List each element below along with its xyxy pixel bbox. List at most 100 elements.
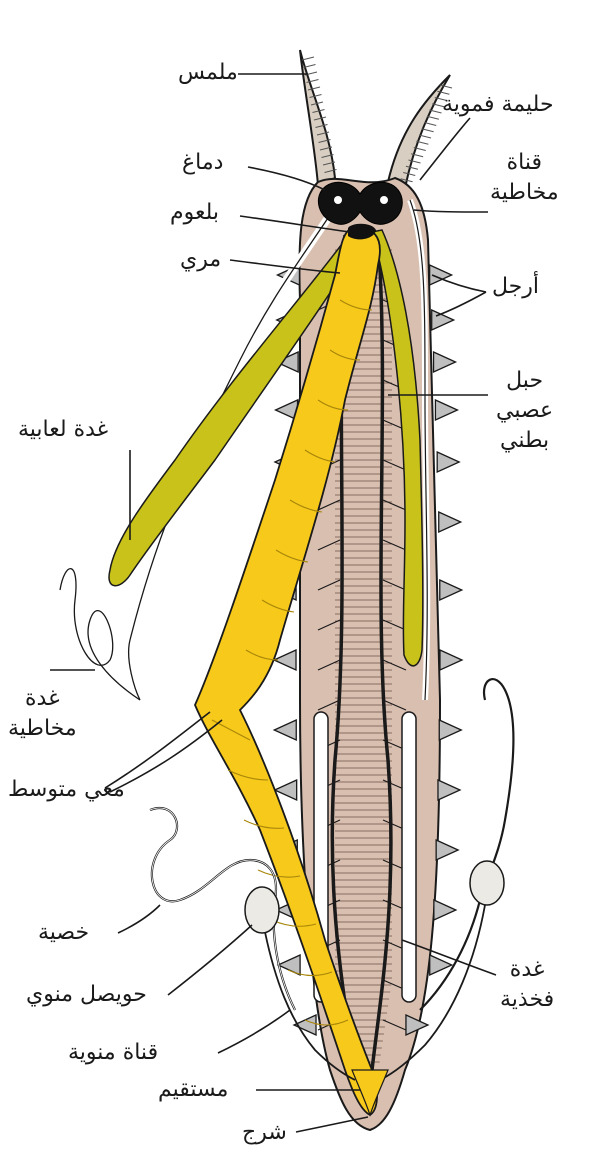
nerve-branch (382, 539, 407, 551)
leader-pharynx (239, 215, 351, 233)
tentacle-left (299, 49, 337, 187)
leg-right (438, 718, 463, 742)
gut-segment-ring (329, 349, 361, 361)
testis-right (419, 678, 515, 1011)
label-tentacle: ملمس (178, 60, 238, 85)
leader-testis (117, 904, 161, 934)
label-anus: شرج (242, 1120, 287, 1145)
tentacle-ring (322, 161, 336, 166)
label-rectum: مستقيم (158, 1077, 229, 1102)
label-nerve-cord-line3: بطني (500, 428, 550, 453)
tentacle-ring (413, 147, 426, 151)
tentacle-ring (321, 154, 334, 158)
tentacle-ring (301, 56, 315, 61)
tentacle-ring (313, 116, 327, 121)
label-slime-duct: قناة مخاطية (490, 148, 559, 208)
tentacle-ring (307, 86, 321, 91)
salivary-gland-right (371, 229, 424, 667)
tentacle-ring (312, 109, 325, 113)
sperm-duct-right (379, 904, 486, 1081)
label-sperm-duct: قناة منوية (68, 1040, 159, 1065)
gut-segment-ring (243, 819, 285, 829)
label-slime-duct-line2: مخاطية (490, 180, 559, 205)
tentacle-ring (403, 172, 416, 176)
label-slime-gland-line1: غدة (25, 686, 60, 711)
label-salivary-gland: غدة لعابية (18, 417, 109, 442)
tentacle-ring (411, 153, 424, 158)
crural-gland-right (401, 711, 417, 1003)
nerve-branch (382, 579, 407, 591)
nerve-branch (382, 699, 407, 711)
label-nerve-cord-line2: عصبي (496, 398, 554, 423)
eye-right (380, 196, 388, 204)
tentacle-ring (434, 97, 447, 101)
leg-right (428, 263, 454, 287)
gut-segment-ring (211, 719, 251, 741)
leader-midgut-2 (109, 719, 223, 793)
nerve-branch (382, 619, 407, 631)
label-nerve-cord-line1: حبل (506, 368, 544, 393)
label-slime-gland: غدة مخاطية (8, 684, 77, 744)
gut-segment-ring (304, 449, 336, 463)
leg-right (439, 578, 464, 602)
leader-legs-1 (431, 274, 487, 293)
label-crural-gland-line1: غدة (509, 957, 545, 982)
label-midgut: معي متوسط (8, 777, 125, 802)
tentacle-ring (437, 90, 450, 95)
gut-segment-ring (289, 499, 323, 513)
tentacle-ring (306, 79, 319, 83)
slime-gland-coils (59, 568, 141, 701)
leader-seminal-vesicle (167, 924, 253, 996)
nerve-branch (317, 579, 341, 591)
nerve-cord-right (370, 234, 393, 1071)
tentacle-ring (303, 64, 316, 68)
leg-right (436, 450, 461, 474)
seminal-vesicle-right (469, 860, 505, 906)
tentacle-ring (319, 146, 333, 151)
label-seminal-vesicle: حويصل منوي (26, 982, 147, 1007)
label-brain: دماغ (182, 150, 224, 175)
gut-segment-ring (304, 1019, 349, 1026)
tentacle-ring (426, 115, 439, 120)
label-nerve-cord: حبل عصبي بطني (496, 366, 553, 456)
midgut (194, 226, 381, 1117)
tentacle-ring (432, 103, 445, 108)
tentacle-ring (405, 165, 418, 170)
nerve-branch (317, 699, 341, 711)
nerve-branch (382, 659, 407, 671)
leg-left (273, 778, 298, 802)
gut-segment-ring (339, 299, 373, 311)
leader-oral-papilla (419, 117, 471, 181)
nerve-branch (317, 659, 341, 671)
leg-right (429, 953, 454, 977)
tentacles (299, 49, 453, 190)
tentacle-ring (418, 134, 432, 139)
leader-brain (247, 166, 326, 191)
eye-left (334, 196, 342, 204)
tentacle-ring (400, 178, 413, 183)
tentacle-ring (416, 140, 429, 145)
nerve-branch (382, 459, 407, 471)
nerve-branch (317, 499, 341, 511)
label-legs: أرجل (492, 274, 539, 299)
label-esophagus: مري (180, 247, 222, 272)
leader-lines (50, 73, 497, 1133)
gut-segment-ring (245, 649, 279, 661)
tentacle-ring (421, 128, 434, 133)
salivary-gland-left (108, 238, 359, 587)
gut-segment-ring (275, 549, 309, 563)
label-pharynx: بلعوم (170, 200, 220, 225)
label-oral-papilla: حليمة فموية (442, 92, 554, 117)
brain (317, 181, 403, 225)
label-slime-gland-line2: مخاطية (8, 716, 77, 741)
leg-right (434, 398, 459, 422)
tentacle-ring (316, 131, 330, 136)
nerve-branch (317, 619, 341, 631)
tentacle-ring (429, 109, 442, 114)
leader-anus (295, 1116, 369, 1133)
label-crural-gland: غدة فخذية (500, 955, 554, 1015)
leader-crural-gland (401, 939, 497, 976)
sperm-duct-left (264, 931, 356, 1081)
leader-sperm-duct (217, 1009, 291, 1054)
gut-segment-ring (227, 769, 269, 781)
